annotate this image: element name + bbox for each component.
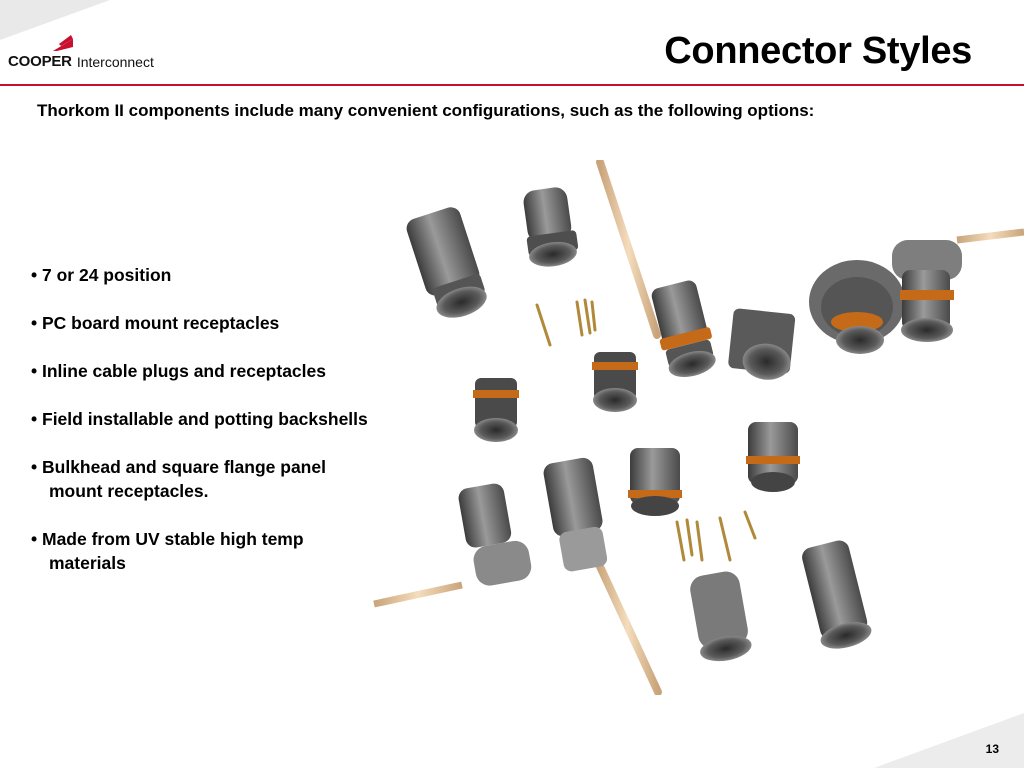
cooper-logo: COOPER Interconnect <box>8 35 154 70</box>
feature-item: Field installable and potting backshells <box>31 407 381 431</box>
feature-item: 7 or 24 position <box>31 263 381 287</box>
corner-decoration-bottom <box>874 713 1024 768</box>
header-rule <box>0 84 1024 86</box>
page-number: 13 <box>985 742 999 756</box>
logo-division: Interconnect <box>76 54 154 70</box>
feature-item: Bulkhead and square flange panel mount r… <box>31 455 381 503</box>
connector-styles-photo <box>373 160 1024 695</box>
corner-decoration-top <box>0 0 110 40</box>
logo-wordmark: COOPER <box>8 53 72 70</box>
feature-item: Inline cable plugs and receptacles <box>31 359 381 383</box>
feature-item: Made from UV stable high temp materials <box>31 527 381 575</box>
logo-mark-icon <box>53 35 73 51</box>
feature-list: 7 or 24 position PC board mount receptac… <box>31 263 381 599</box>
feature-item: PC board mount receptacles <box>31 311 381 335</box>
slide-title: Connector Styles <box>664 30 972 72</box>
slide-subtitle: Thorkom II components include many conve… <box>37 101 815 120</box>
